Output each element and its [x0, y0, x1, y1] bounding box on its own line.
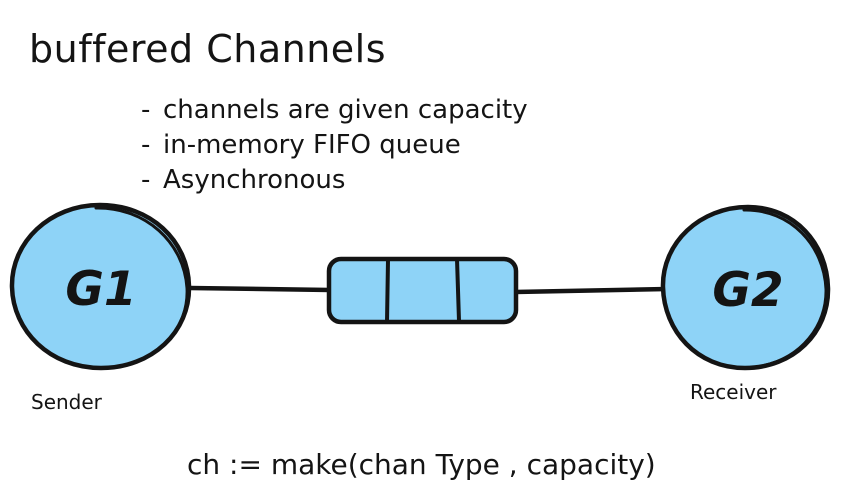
sender-node[interactable]: G1 — [9, 202, 192, 371]
list-item: - channels are given capacity — [141, 93, 701, 128]
list-item-label: in-memory FIFO queue — [163, 130, 461, 160]
bullet-dash-icon: - — [141, 165, 151, 195]
buffer-cell-divider-1 — [385, 258, 390, 324]
list-item-label: channels are given capacity — [163, 95, 528, 125]
sender-node-label: G1 — [65, 262, 136, 317]
list-item: - in-memory FIFO queue — [141, 128, 701, 163]
receiver-node-shape — [660, 204, 831, 371]
bullet-dash-icon: - — [141, 130, 151, 160]
connector-sender-to-buffer — [187, 285, 333, 293]
list-item-label: Asynchronous — [163, 165, 346, 195]
buffer-cell-divider-2 — [455, 257, 461, 323]
connector-buffer-to-receiver — [512, 286, 670, 295]
receiver-node[interactable]: G2 — [660, 204, 831, 371]
sender-caption: Sender — [31, 390, 102, 414]
code-snippet: ch := make(chan Type , capacity) — [187, 448, 656, 481]
receiver-node-sketch-stroke — [742, 208, 828, 368]
buffer-box[interactable] — [326, 256, 519, 325]
buffer-box-shape — [326, 256, 519, 325]
bullet-list: - channels are given capacity - in-memor… — [141, 93, 701, 198]
page-title: buffered Channels — [29, 27, 387, 71]
sender-node-sketch-stroke — [94, 206, 189, 369]
bullet-dash-icon: - — [141, 95, 151, 125]
receiver-node-label: G2 — [712, 263, 783, 318]
sender-node-shape — [9, 202, 192, 371]
receiver-caption: Receiver — [690, 380, 777, 404]
list-item: - Asynchronous — [141, 163, 701, 198]
